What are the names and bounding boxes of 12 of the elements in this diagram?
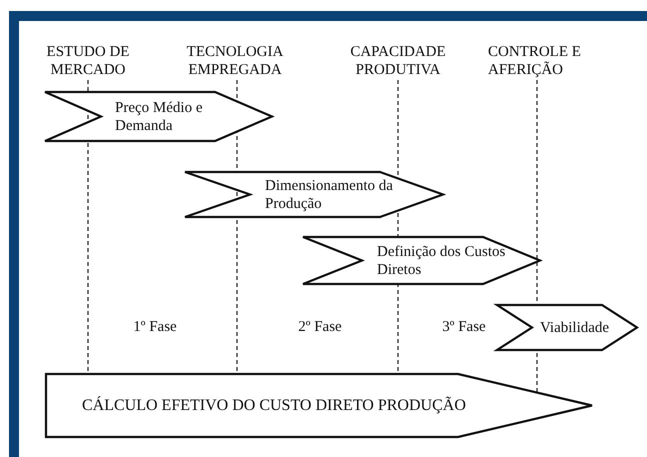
column-header: ESTUDO DE MERCADO [46, 43, 130, 79]
column-header: TECNOLOGIA EMPREGADA [186, 43, 284, 79]
step-label: Viabilidade [540, 318, 610, 336]
column-header: CAPACIDADE PRODUTIVA [349, 43, 447, 79]
step-label: Preço Médio e Demanda [115, 98, 204, 134]
step-label: CÁLCULO EFETIVO DO CUSTO DIRETO PRODUÇÃO [82, 396, 467, 414]
phase-label: 2º Fase [297, 318, 343, 336]
phase-label: 1º Fase [132, 318, 178, 336]
phase-label: 3º Fase [441, 318, 487, 336]
column-header: CONTROLE E AFERIÇÃO [488, 43, 582, 79]
step-label: Dimensionamento da Produção [265, 176, 394, 212]
step-label: Definição dos Custos Diretos [377, 242, 506, 278]
